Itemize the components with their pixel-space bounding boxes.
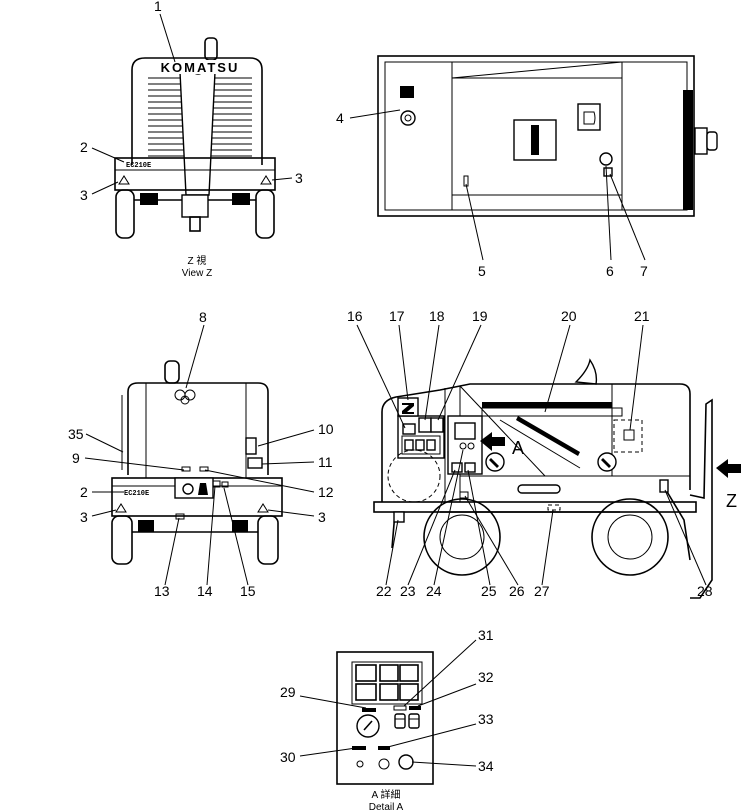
decal-6-knob	[599, 152, 613, 166]
callout-11: 11	[318, 454, 333, 470]
decal-29	[362, 708, 376, 712]
callout-2: 2	[80, 139, 88, 155]
leader-lines	[84, 13, 707, 767]
decal-8	[174, 389, 196, 405]
arrow-z	[716, 459, 741, 478]
callout-26: 26	[509, 583, 525, 599]
arrow-z-label: Z	[726, 491, 737, 511]
callout-23: 23	[400, 583, 416, 599]
decal-24-gauge	[454, 422, 476, 440]
callout-16: 16	[347, 308, 363, 324]
callout-numbers: 1 2 3 3 4 5 6 7 8 35 10 9 11 12 2 3 3 13…	[68, 0, 713, 774]
decal-14	[212, 480, 221, 488]
callout-27: 27	[534, 583, 550, 599]
callout-15: 15	[240, 583, 256, 599]
callout-20: 20	[561, 308, 577, 324]
side-wheel-front	[591, 498, 669, 576]
top-view-drawing	[377, 55, 718, 217]
callout-4: 4	[336, 110, 344, 126]
decal-13	[175, 513, 185, 520]
warning-triangle-rear-left	[115, 503, 127, 513]
decal-9	[181, 466, 191, 472]
callout-25: 25	[481, 583, 497, 599]
warning-triangle-right	[260, 175, 272, 185]
side-wheel-rear	[423, 498, 501, 576]
callout-21: 21	[634, 308, 650, 324]
callout-3-rear-left: 3	[80, 509, 88, 525]
decal-34-switch	[398, 754, 414, 770]
decal-23	[451, 462, 463, 473]
callout-2-rear: 2	[80, 484, 88, 500]
decal-31	[394, 713, 406, 729]
callout-5: 5	[478, 263, 486, 279]
callout-33: 33	[478, 711, 494, 727]
callout-31: 31	[478, 627, 494, 643]
view-z-drawing: KOMATSU EC210E	[114, 37, 276, 239]
decal-27	[547, 504, 561, 511]
callout-12: 12	[318, 484, 334, 500]
callout-9: 9	[72, 450, 80, 466]
model-decal-rear: EC210E	[124, 490, 149, 498]
view-z-caption-en: View Z	[182, 268, 212, 279]
callout-19: 19	[472, 308, 488, 324]
callout-34: 34	[478, 758, 494, 774]
decal-30	[352, 746, 366, 750]
decal-4	[400, 86, 416, 126]
callout-30: 30	[280, 749, 296, 765]
decal-19	[430, 417, 444, 433]
detail-a-drawing	[336, 651, 434, 785]
decal-26	[459, 491, 469, 499]
callout-8: 8	[199, 309, 207, 325]
decal-11	[247, 457, 263, 469]
callout-14: 14	[197, 583, 213, 599]
decal-21	[613, 419, 643, 453]
callout-18: 18	[429, 308, 445, 324]
warning-triangle-left	[118, 175, 130, 185]
callout-29: 29	[280, 684, 296, 700]
decal-18	[418, 417, 432, 433]
callout-3-right: 3	[295, 170, 303, 186]
callout-17: 17	[389, 308, 405, 324]
warning-triangle-rear-right	[257, 503, 269, 513]
decal-7	[603, 167, 613, 177]
callout-35: 35	[68, 426, 84, 442]
decal-28	[659, 479, 669, 493]
callout-10: 10	[318, 421, 334, 437]
callout-24: 24	[426, 583, 442, 599]
detail-a-caption-en: Detail A	[369, 802, 404, 812]
arrow-a-label: A	[512, 438, 524, 458]
callout-7: 7	[640, 263, 648, 279]
decal-10	[245, 437, 257, 455]
model-decal-front: EC210E	[126, 162, 151, 170]
callout-32: 32	[478, 669, 494, 685]
decal-16	[402, 423, 416, 435]
captions: Z 視 View Z A 詳細 Detail A	[182, 254, 404, 812]
view-z-caption-jp: Z 視	[188, 254, 207, 267]
callout-1: 1	[154, 0, 162, 14]
callout-13: 13	[154, 583, 170, 599]
decal-22	[393, 511, 405, 523]
detail-a-caption-jp: A 詳細	[372, 788, 401, 801]
decal-32	[409, 706, 421, 710]
callout-28: 28	[697, 583, 713, 599]
logo-decal-text: KOMATSU	[161, 60, 240, 75]
rear-view-drawing: EC210E	[111, 360, 283, 565]
decal-15	[221, 481, 229, 488]
decal-25	[464, 462, 476, 473]
callout-3-left: 3	[80, 187, 88, 203]
callout-22: 22	[376, 583, 392, 599]
callout-3-rear-right: 3	[318, 509, 326, 525]
arrow-a	[480, 432, 505, 451]
callout-6: 6	[606, 263, 614, 279]
